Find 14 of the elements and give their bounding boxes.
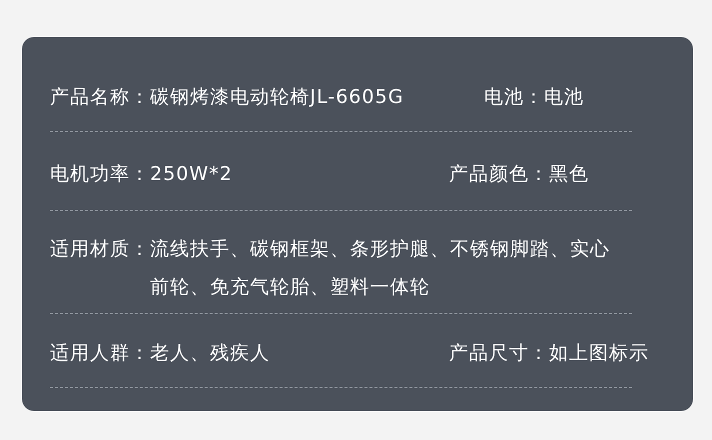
- field-value: 电池: [544, 85, 584, 110]
- field-value: 老人、残疾人: [150, 341, 270, 366]
- field-label: 适用材质：: [50, 237, 150, 262]
- field-label: 产品名称：: [50, 85, 150, 110]
- field-value: 碳钢烤漆电动轮椅JL-6605G: [150, 85, 404, 110]
- field-value: 如上图标示: [549, 341, 649, 366]
- field-label: 适用人群：: [50, 341, 150, 366]
- field-value: 250W*2: [150, 162, 233, 187]
- field-value: 流线扶手、碳钢框架、条形护腿、不锈钢脚踏、实心前轮、免充气轮胎、塑料一体轮: [150, 237, 610, 300]
- field-value: 黑色: [549, 162, 589, 187]
- field-label: 电池：: [484, 85, 544, 110]
- field-label: 产品颜色：: [449, 162, 549, 187]
- field-label: 产品尺寸：: [449, 341, 549, 366]
- field-label: 电机功率：: [50, 162, 150, 187]
